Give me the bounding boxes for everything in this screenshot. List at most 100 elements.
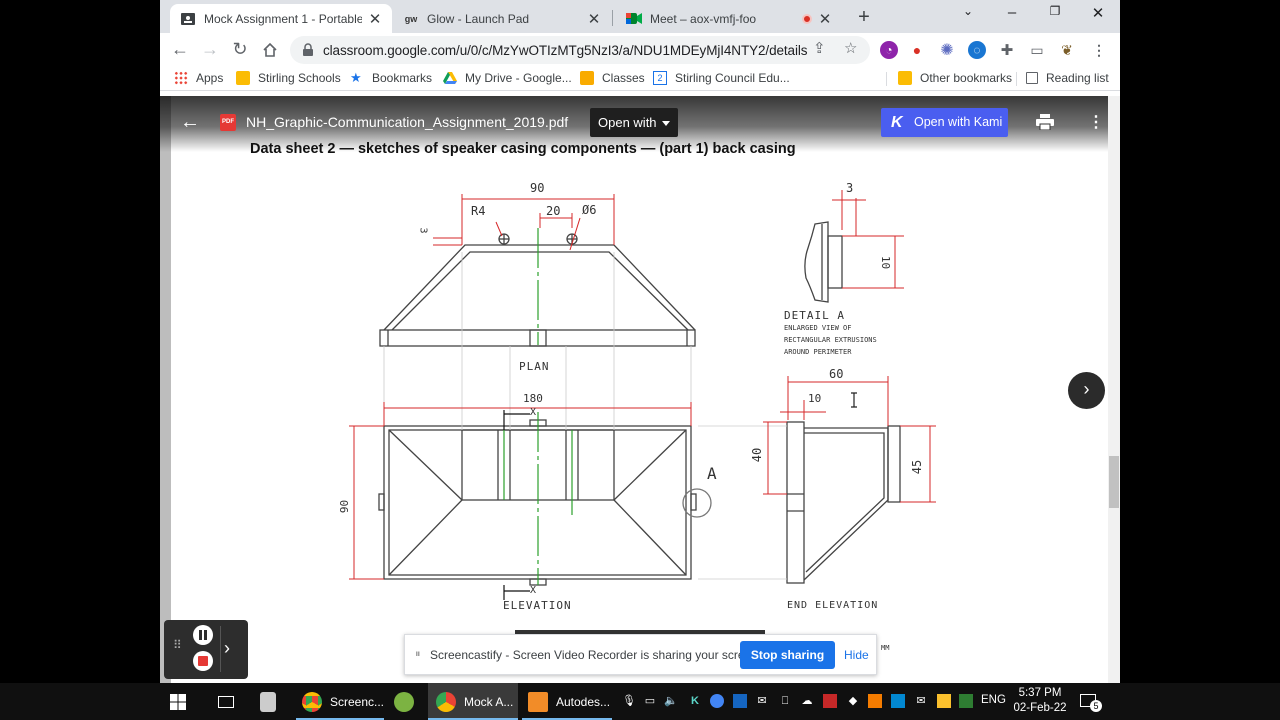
tray-app-teal-icon[interactable] xyxy=(891,694,905,708)
volume-icon[interactable]: 🔈 xyxy=(664,695,678,707)
tab-close-icon[interactable]: ✕ xyxy=(818,10,832,28)
meet-icon xyxy=(626,11,642,27)
tab-glow[interactable]: gw Glow - Launch Pad ✕ xyxy=(393,4,611,33)
task-view-icon xyxy=(218,695,234,708)
hide-button[interactable]: Hide xyxy=(844,648,869,662)
minimize-icon[interactable]: – xyxy=(1007,4,1017,21)
sharebar-grip-icon[interactable]: ⏸ xyxy=(415,648,421,660)
council-icon: 2 xyxy=(653,71,667,85)
bookmark-stirling-council[interactable]: 2 Stirling Council Edu... xyxy=(653,71,790,85)
chrome-tray-icon[interactable] xyxy=(710,694,724,708)
back-icon[interactable]: ← xyxy=(171,39,189,59)
window-close-icon[interactable]: ✕ xyxy=(1091,5,1105,22)
taskbar-item-label: Mock A... xyxy=(464,694,514,709)
cast-icon[interactable]: ▭ xyxy=(1028,41,1046,59)
bookmark-classes[interactable]: Classes xyxy=(580,71,645,85)
bookmark-bookmarks[interactable]: ★ Bookmarks xyxy=(350,71,433,86)
tray-app-green-icon[interactable] xyxy=(959,694,973,708)
drag-handle-icon[interactable]: ⠿ xyxy=(173,638,182,652)
pause-recording-button[interactable] xyxy=(193,625,213,645)
tray-app-icon[interactable]: ✉ xyxy=(757,695,767,707)
scrollbar-thumb[interactable] xyxy=(1109,456,1119,508)
tray-app-blue-icon[interactable] xyxy=(733,694,747,708)
dim-90-side: 90 xyxy=(338,499,352,514)
expand-arrow-icon[interactable]: › xyxy=(224,638,230,658)
print-icon[interactable] xyxy=(1036,114,1054,130)
bookmark-my-drive[interactable]: My Drive - Google... xyxy=(443,71,572,85)
label-a: A xyxy=(707,464,717,483)
extension-blue-icon[interactable]: ◌ xyxy=(968,41,986,59)
next-page-button[interactable]: › xyxy=(1068,372,1105,409)
open-with-button[interactable]: Open with xyxy=(590,108,678,137)
forward-icon[interactable]: → xyxy=(201,39,219,59)
viewer-back-icon[interactable]: ← xyxy=(180,111,200,133)
chrome-window: Mock Assignment 1 - Portable Sp ✕ gw Glo… xyxy=(160,0,1120,683)
open-with-kami-button[interactable]: K Open with Kami xyxy=(881,108,1008,137)
lock-icon xyxy=(303,43,313,56)
reading-list-button[interactable]: Reading list xyxy=(1026,71,1109,85)
tab-search-icon[interactable]: ⌄ xyxy=(962,4,974,18)
share-icon[interactable]: ⇪ xyxy=(813,40,826,57)
dim-45: 45 xyxy=(910,459,925,475)
system-clock[interactable]: 5:37 PM 02-Feb-22 xyxy=(1012,686,1068,716)
tab-meet[interactable]: Meet – aox-vmfj-foo ✕ xyxy=(616,4,842,33)
screencastify-extension-icon[interactable]: ● xyxy=(908,41,926,59)
extension-purple-icon[interactable]: ◔ xyxy=(880,41,898,59)
bookmarks-bar: Apps Stirling Schools ★ Bookmarks My Dri… xyxy=(160,66,1120,91)
tab-mock-assignment[interactable]: Mock Assignment 1 - Portable Sp ✕ xyxy=(170,4,392,33)
tab-close-icon[interactable]: ✕ xyxy=(587,10,601,28)
chrome-menu-icon[interactable]: ⋮ xyxy=(1090,41,1108,59)
label-detail-a: DETAIL A xyxy=(784,309,845,322)
kami-tray-icon[interactable]: K xyxy=(691,695,699,707)
tab-title: Mock Assignment 1 - Portable Sp xyxy=(204,11,362,26)
microphone-icon[interactable]: 🎙 xyxy=(622,695,636,707)
language-indicator[interactable]: ENG xyxy=(981,694,1006,706)
extensions-puzzle-icon[interactable]: ✚ xyxy=(998,41,1016,59)
bookmarks-divider xyxy=(886,72,887,86)
taskbar-mock-assignment[interactable]: Mock A... xyxy=(428,683,518,720)
url-text: classroom.google.com/u/0/c/MzYwOTIzMTg5N… xyxy=(323,43,808,58)
google-drive-icon xyxy=(443,72,457,84)
stop-sharing-button[interactable]: Stop sharing xyxy=(740,641,835,669)
dim-3-left: 3 xyxy=(417,227,429,234)
reload-icon[interactable]: ↻ xyxy=(232,39,248,59)
taskbar-app-green[interactable] xyxy=(394,683,422,720)
dim-40: 40 xyxy=(750,447,765,463)
home-icon[interactable] xyxy=(258,38,282,62)
bookmark-apps[interactable]: Apps xyxy=(174,71,223,85)
tab-title: Glow - Launch Pad xyxy=(427,11,530,26)
tray-dropbox-icon[interactable]: ◆ xyxy=(848,695,858,707)
notification-center-button[interactable]: 5 xyxy=(1080,692,1102,712)
tray-app-yellow-icon[interactable] xyxy=(937,694,951,708)
task-view-button[interactable] xyxy=(218,683,238,720)
bookmark-other-bookmarks[interactable]: Other bookmarks xyxy=(898,71,1012,85)
technical-drawing xyxy=(349,190,936,600)
viewer-more-icon[interactable]: ⋮ xyxy=(1088,114,1104,131)
address-bar[interactable]: classroom.google.com/u/0/c/MzYwOTIzMTg5N… xyxy=(290,36,870,64)
profile-avatar-icon[interactable]: ❦ xyxy=(1058,41,1076,59)
stop-recording-button[interactable] xyxy=(193,651,213,671)
tray-app-red-icon[interactable] xyxy=(823,694,837,708)
taskbar-autodesk[interactable]: Autodes... xyxy=(522,683,612,720)
usb-icon[interactable]: ⎕ xyxy=(781,695,789,707)
detail-note-line-3: AROUND PERIMETER xyxy=(784,348,852,356)
bookmark-label: Bookmarks xyxy=(372,71,433,85)
tray-mail-icon[interactable]: ✉ xyxy=(916,695,926,707)
folder-icon xyxy=(898,71,912,85)
restore-icon[interactable]: ❐ xyxy=(1049,4,1061,18)
scrollbar-track[interactable] xyxy=(1108,96,1120,683)
network-icon[interactable]: ▭ xyxy=(644,695,656,707)
new-tab-button[interactable]: + xyxy=(858,6,870,28)
bookmark-stirling-schools[interactable]: Stirling Schools xyxy=(236,71,341,85)
extension-gear-icon[interactable]: ✺ xyxy=(938,41,956,59)
bookmark-star-icon[interactable]: ☆ xyxy=(844,40,858,57)
dim-90-top: 90 xyxy=(530,181,545,195)
tray-cloud-icon[interactable]: ☁ xyxy=(801,695,813,707)
detail-note-line-1: ENLARGED VIEW OF xyxy=(784,324,852,332)
open-with-label: Open with xyxy=(598,115,657,130)
tray-app-orange-icon[interactable] xyxy=(868,694,882,708)
tab-close-icon[interactable]: ✕ xyxy=(368,10,382,28)
taskbar-screencastify[interactable]: Screenc... xyxy=(296,683,384,720)
taskbar-app-tool[interactable] xyxy=(260,683,284,720)
start-button[interactable] xyxy=(170,683,194,720)
